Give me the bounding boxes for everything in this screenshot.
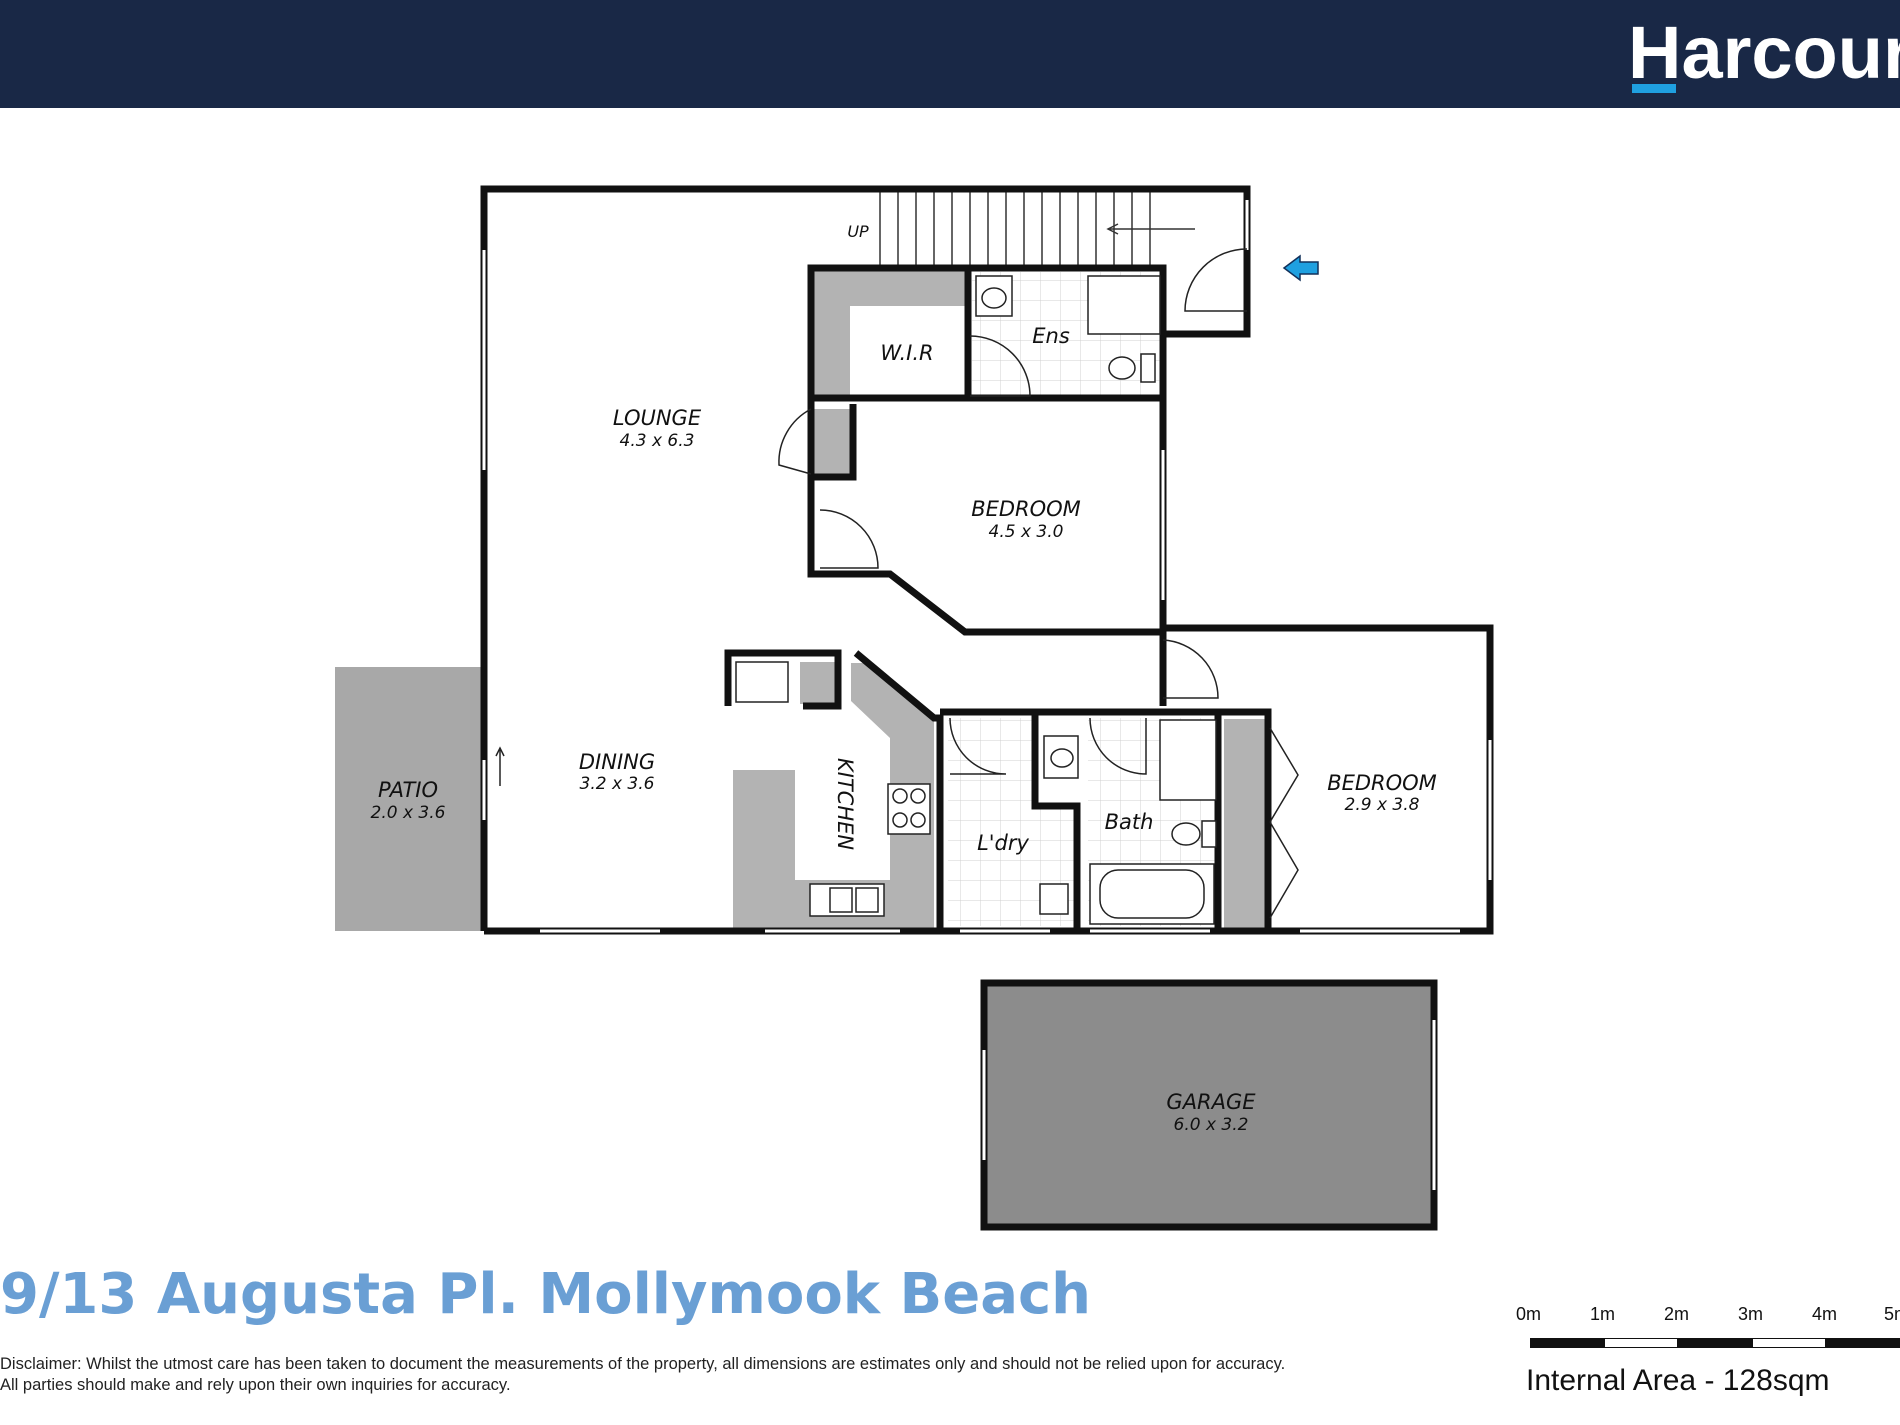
disclaimer-line-2: All parties should make and rely upon th… [0, 1376, 511, 1394]
stair-label: UP [847, 222, 869, 241]
scale-label-1: 1m [1590, 1304, 1616, 1324]
scale-label-5: 5m [1884, 1304, 1900, 1324]
lounge-name: LOUNGE [613, 406, 702, 430]
kitchen-name: KITCHEN [833, 758, 857, 851]
patio-name: PATIO [378, 778, 438, 802]
patio-door-arrow-icon [495, 746, 505, 786]
property-address: 9/13 Augusta Pl. Mollymook Beach [0, 1262, 1092, 1327]
scale-segment [1752, 1338, 1826, 1348]
wir-closet [811, 270, 850, 398]
garage-area [984, 983, 1434, 1227]
laundry-tiles [948, 718, 1032, 926]
scale-label-0: 0m [1516, 1304, 1542, 1324]
bedroom2-name: BEDROOM [1327, 771, 1437, 795]
fixtures [735, 275, 1217, 925]
bedroom1-dims: 4.5 x 3.0 [989, 522, 1064, 542]
disclaimer-line-1: Disclaimer: Whilst the utmost care has b… [0, 1355, 1286, 1373]
disclaimer: Disclaimer: Whilst the utmost care has b… [0, 1354, 1390, 1396]
patio-area [335, 667, 481, 931]
brand-underline [1632, 84, 1676, 93]
dining-dims: 3.2 x 3.6 [580, 774, 655, 794]
kitchen-bench [733, 663, 934, 928]
bedroom2-dims: 2.9 x 3.8 [1345, 795, 1420, 815]
wir-closet-top [850, 270, 968, 306]
laundry-name: L'dry [977, 831, 1029, 855]
scale-label-4: 4m [1812, 1304, 1838, 1324]
brand-logo: Harcourts [1628, 11, 1900, 94]
header-bar: Harcourts [0, 0, 1900, 108]
bath-name: Bath [1105, 810, 1154, 834]
door-swings [778, 248, 1299, 919]
scale-label-2: 2m [1664, 1304, 1690, 1324]
lounge-dims: 4.3 x 6.3 [620, 431, 695, 451]
ensuite-name: Ens [1032, 324, 1070, 348]
wir-name: W.I.R [880, 341, 933, 365]
staircase [879, 192, 1195, 266]
scale-segment [1530, 1338, 1604, 1348]
internal-area: Internal Area - 128sqm [1526, 1364, 1830, 1397]
garage-dims: 6.0 x 3.2 [1174, 1115, 1249, 1135]
entry-arrow-icon [1282, 254, 1319, 282]
floor-plan: UP LOUNGE 4.3 x 6.3 W.I.R Ens BEDROOM 4.… [335, 185, 1494, 1231]
hall-cupboard [813, 409, 853, 477]
dining-name: DINING [579, 750, 655, 774]
bedroom1-name: BEDROOM [971, 497, 1081, 521]
garage-name: GARAGE [1166, 1090, 1256, 1114]
scale-label-3: 3m [1738, 1304, 1764, 1324]
bedroom-robe [1224, 719, 1268, 928]
scale-segment [1678, 1338, 1752, 1348]
scale-segment [1826, 1338, 1900, 1348]
windows [482, 200, 1492, 1190]
scale-segment [1604, 1338, 1678, 1348]
patio-dims: 2.0 x 3.6 [371, 803, 446, 823]
fridge-space [800, 662, 838, 704]
